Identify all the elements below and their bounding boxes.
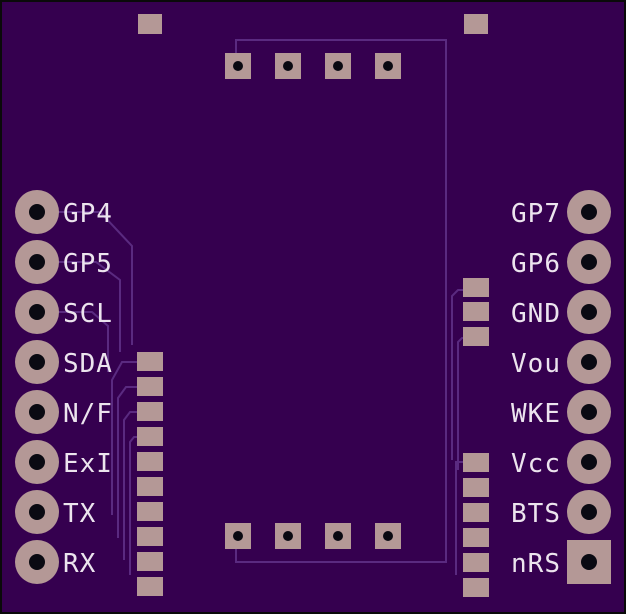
smd-pad [137,502,163,521]
smd-pad [464,14,488,34]
smd-pad [137,377,163,396]
drill-hole [581,504,597,520]
copper-trace [40,211,133,345]
drill-hole [233,531,243,541]
left-header-labels: GP4 GP5 SCL SDA N/F ExI TX RX [63,199,113,579]
drill-hole [581,354,597,370]
right-pin-label: Vou [511,349,561,379]
drill-hole [283,61,293,71]
smd-pad-layer [137,14,489,597]
smd-pad [463,528,489,547]
smd-pad [137,477,163,496]
drill-hole [283,531,293,541]
copper-trace [235,39,447,563]
left-pin-label: GP4 [63,199,113,229]
left-pin-label: N/F [63,399,113,429]
drill-hole [29,254,45,270]
drill-hole [233,61,243,71]
drill-hole [581,304,597,320]
left-pin-label: SCL [63,299,113,329]
right-pin-label: GP6 [511,249,561,279]
smd-pad [137,427,163,446]
drill-hole [581,254,597,270]
right-header [567,190,611,584]
copper-trace [40,261,121,352]
left-pin-label: GP5 [63,249,113,279]
smd-pad [463,278,489,297]
smd-pad [463,578,489,597]
drill-hole [333,61,343,71]
drill-hole [581,204,597,220]
smd-pad [463,503,489,522]
drill-hole [29,304,45,320]
drill-hole [383,61,393,71]
copper-trace [40,311,109,372]
right-pin-label: GND [511,299,561,329]
drill-hole [581,554,597,570]
smd-pad [463,478,489,497]
right-pin-label: nRS [511,549,561,579]
copper-trace [111,361,150,515]
drill-hole [581,454,597,470]
smd-pad [137,527,163,546]
smd-pad [138,14,162,34]
left-pin-label: RX [63,549,96,579]
right-pin-label: WKE [511,399,561,429]
smd-pad [137,552,163,571]
smd-pad [463,453,489,472]
drill-hole [29,404,45,420]
module-pad-layer [225,53,401,549]
drill-hole [29,204,45,220]
drill-hole [581,404,597,420]
drill-hole [333,531,343,541]
smd-pad [463,327,489,346]
drill-hole [29,504,45,520]
smd-pad [137,402,163,421]
left-pin-label: ExI [63,449,113,479]
left-pin-label: TX [63,499,96,529]
left-pin-label: SDA [63,349,113,379]
smd-pad [463,302,489,321]
drill-hole [383,531,393,541]
right-pin-label: BTS [511,499,561,529]
smd-pad [137,352,163,371]
right-pin-label: Vcc [511,449,561,479]
drill-hole [29,554,45,570]
smd-pad [137,577,163,596]
right-header-labels: GP7 GP6 GND Vou WKE Vcc BTS nRS [511,199,561,579]
left-header [15,190,59,584]
smd-pad [137,452,163,471]
smd-pad [463,553,489,572]
drill-hole [29,354,45,370]
drill-hole [29,454,45,470]
right-pin-label: GP7 [511,199,561,229]
